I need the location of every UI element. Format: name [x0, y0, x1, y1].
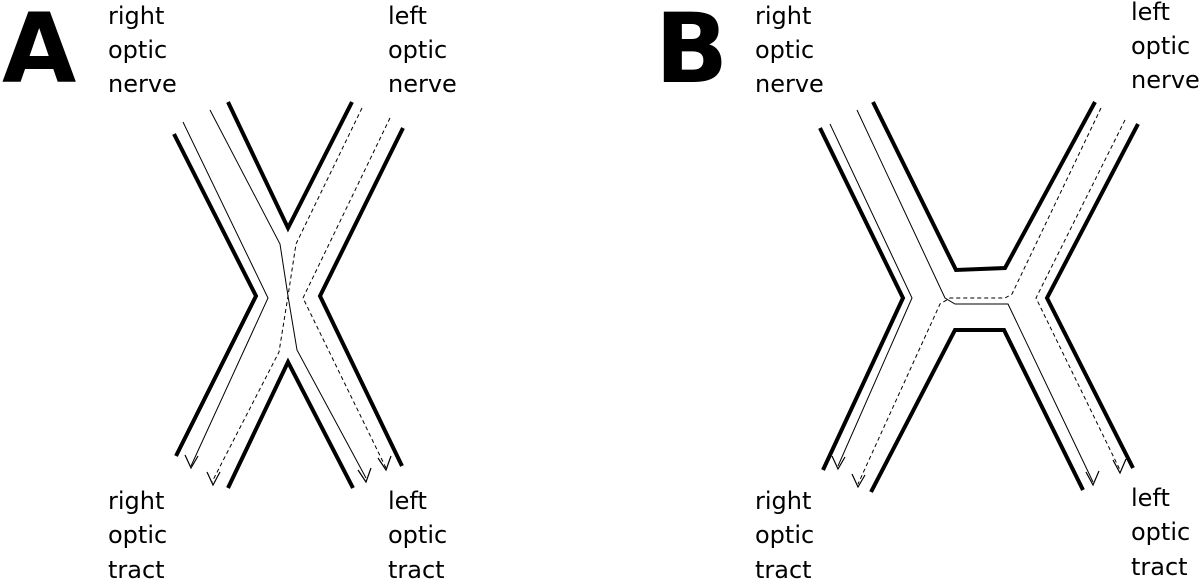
panel-a-outer-wall-right	[317, 127, 405, 467]
panel-a-arrowhead-4	[357, 467, 372, 484]
panel-a-left-nasal-fiber	[211, 107, 363, 483]
panel-b-arrowhead-2	[851, 473, 866, 489]
panel-letter-a: A	[2, 0, 76, 105]
panel-b-outer-wall-left	[818, 127, 906, 471]
panel-a-right-temporal-fiber	[182, 121, 269, 467]
panel-b-arrowhead-1	[831, 455, 846, 471]
panel-b-outer-wall-right	[1044, 123, 1140, 469]
panel-b-left-optic-tract-label: left optic tract	[1131, 484, 1198, 581]
panel-a-outer-wall-left	[172, 133, 259, 457]
panel-a-left-temporal-fiber	[302, 117, 391, 469]
panel-b-arrowhead-4	[1112, 458, 1127, 475]
panel-a-right-nasal-fiber	[209, 109, 367, 479]
panel-b-right-temporal-fiber	[829, 123, 913, 467]
panel-b-left-optic-nerve-label: left optic nerve	[1131, 0, 1200, 94]
panel-letter-b: B	[655, 0, 728, 105]
panel-a-right-optic-nerve-label: right optic nerve	[108, 2, 177, 98]
panel-b: B right optic nerve left optic nerve rig…	[655, 0, 1200, 584]
panel-b-upper-bridge-wall	[871, 101, 1097, 273]
panel-b-lower-bridge-wall	[869, 328, 1085, 493]
panel-b-right-optic-nerve-label: right optic nerve	[755, 2, 824, 98]
panel-b-right-optic-tract-label: right optic tract	[755, 487, 822, 584]
panel-a-left-optic-nerve-label: left optic nerve	[388, 2, 457, 98]
panel-a-arrowhead-1	[184, 454, 199, 470]
panel-a: A right optic nerve left optic nerve rig…	[2, 0, 457, 584]
panel-a-left-optic-tract-label: left optic tract	[388, 487, 455, 584]
panel-a-arrowhead-3	[377, 455, 392, 472]
panel-b-left-nasal-fiber	[857, 107, 1102, 485]
panel-a-arrowhead-2	[206, 471, 221, 487]
panel-b-right-nasal-fiber	[856, 109, 1094, 483]
panel-a-inner-wall-top	[226, 101, 354, 233]
panel-a-inner-wall-bottom	[226, 357, 355, 489]
panel-a-right-optic-tract-label: right optic tract	[108, 487, 175, 584]
panel-b-left-temporal-fiber	[1035, 119, 1126, 471]
panel-b-arrowhead-3	[1085, 470, 1100, 487]
